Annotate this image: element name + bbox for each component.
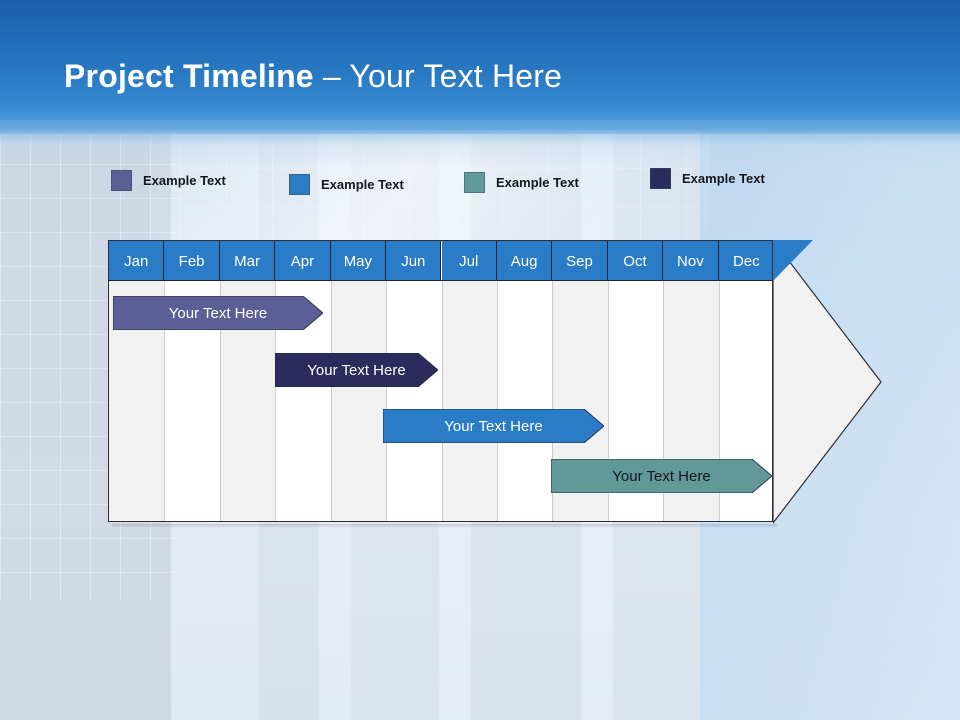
header-banner-fade	[0, 120, 960, 166]
legend-item-1[interactable]: Example Text	[111, 170, 226, 191]
legend-swatch-icon-3	[464, 172, 485, 193]
timeline-grid-shadow	[112, 524, 777, 528]
legend-item-3[interactable]: Example Text	[464, 172, 579, 193]
legend-swatch-icon-1	[111, 170, 132, 191]
timeline-column-divider	[164, 281, 166, 521]
timeline-bar-shape	[275, 353, 438, 387]
month-header-jul[interactable]: Jul	[441, 241, 497, 281]
legend-item-4[interactable]: Example Text	[650, 168, 765, 189]
page-title-light: – Your Text Here	[313, 58, 563, 94]
legend-item-label: Example Text	[496, 175, 579, 190]
timeline-bar-shape	[113, 296, 323, 330]
legend-item-2[interactable]: Example Text	[289, 174, 404, 195]
legend-swatch-icon-4	[650, 168, 671, 189]
timeline-bar-shape	[383, 409, 604, 443]
header-banner	[0, 0, 960, 134]
month-header-may[interactable]: May	[330, 241, 387, 281]
month-header-jan[interactable]: Jan	[109, 241, 165, 281]
month-header-jun[interactable]: Jun	[386, 241, 442, 281]
month-header-aug[interactable]: Aug	[496, 241, 553, 281]
timeline-arrow-head-blue-corner	[773, 240, 813, 281]
month-header-apr[interactable]: Apr	[275, 241, 331, 281]
legend-swatch-icon-2	[289, 174, 310, 195]
timeline-column-jan	[109, 241, 165, 521]
month-header-dec[interactable]: Dec	[718, 241, 772, 281]
legend-item-label: Example Text	[682, 171, 765, 186]
timeline-bar-4[interactable]: Your Text Here	[551, 459, 772, 493]
timeline-arrow-shadow	[776, 381, 887, 604]
timeline-column-divider	[275, 281, 277, 521]
legend-item-label: Example Text	[321, 177, 404, 192]
timeline-column-divider	[663, 281, 665, 521]
timeline-bar-2[interactable]: Your Text Here	[275, 353, 438, 387]
timeline-arrow-head	[773, 240, 883, 524]
timeline-bar-1[interactable]: Your Text Here	[113, 296, 323, 330]
timeline-arrow-head-shape	[773, 240, 882, 524]
page-title: Project Timeline – Your Text Here	[64, 58, 562, 95]
timeline-column-divider	[330, 281, 332, 521]
timeline-column-divider	[718, 281, 720, 521]
timeline-column-aug	[496, 241, 553, 521]
timeline-bar-shape	[551, 459, 772, 493]
timeline-column-jul	[441, 241, 497, 521]
timeline-column-divider	[496, 281, 498, 521]
legend-item-label: Example Text	[143, 173, 226, 188]
timeline-column-divider	[219, 281, 221, 521]
timeline-header-underline	[108, 280, 773, 281]
timeline-column-mar	[219, 241, 276, 521]
month-header-oct[interactable]: Oct	[607, 241, 664, 281]
timeline-column-divider	[386, 281, 388, 521]
month-header-feb[interactable]: Feb	[164, 241, 220, 281]
timeline-bar-3[interactable]: Your Text Here	[383, 409, 604, 443]
page-title-strong: Project Timeline	[64, 58, 314, 94]
month-header-sep[interactable]: Sep	[552, 241, 608, 281]
month-header-mar[interactable]: Mar	[219, 241, 276, 281]
timeline-column-feb	[164, 241, 220, 521]
timeline-column-divider	[441, 281, 443, 521]
timeline-column-divider	[552, 281, 554, 521]
timeline-column-divider	[607, 281, 609, 521]
month-header-nov[interactable]: Nov	[663, 241, 719, 281]
